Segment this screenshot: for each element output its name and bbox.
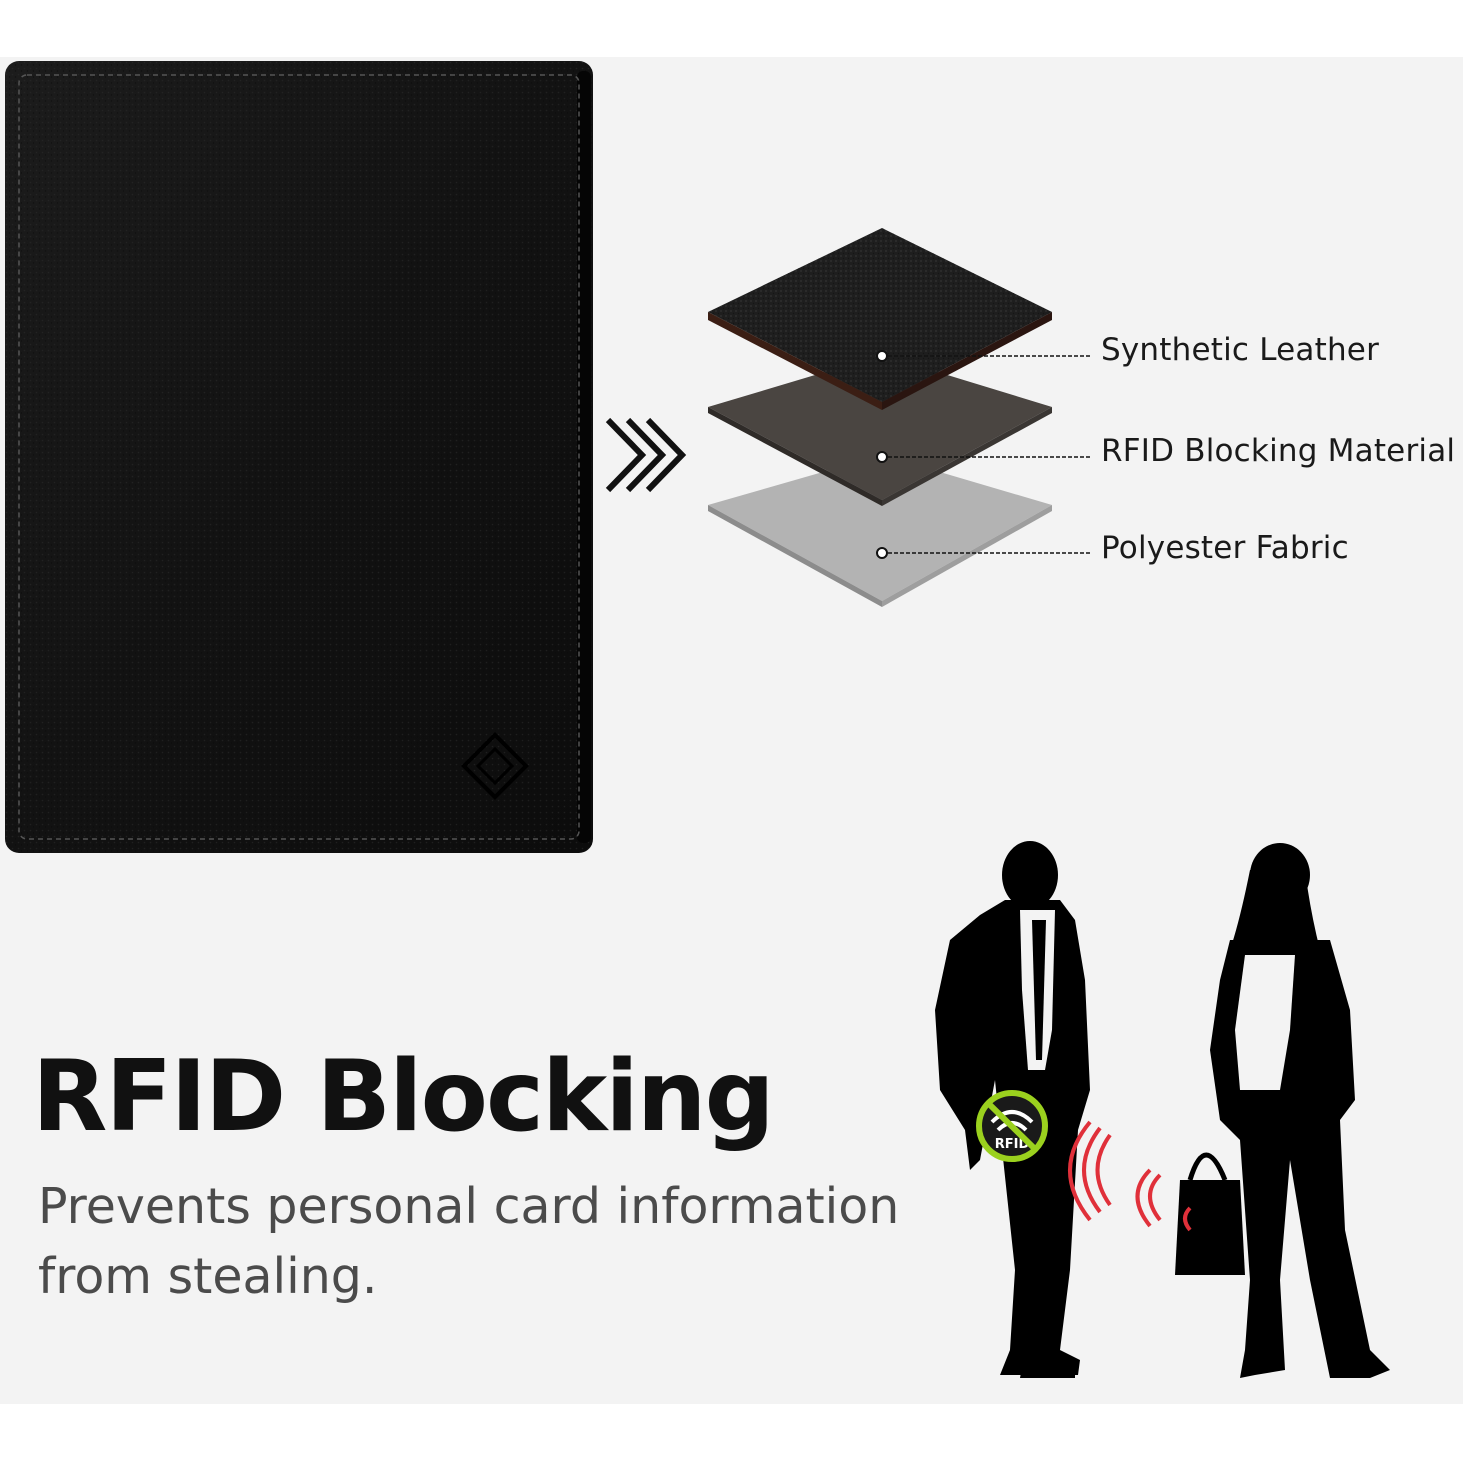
rfid-badge-text: RFID: [995, 1137, 1030, 1152]
leader-dots: [876, 350, 888, 559]
leader-lines: [882, 355, 1090, 554]
layer-label-polyester-fabric: Polyester Fabric: [1101, 530, 1349, 566]
people-silhouettes: RFID: [935, 841, 1390, 1378]
passport-wallet: [5, 61, 593, 853]
chevron-right-icon: [605, 417, 687, 493]
layer-label-synthetic-leather: Synthetic Leather: [1101, 332, 1380, 368]
headline: RFID Blocking: [32, 1040, 775, 1154]
layer-label-rfid-blocking: RFID Blocking Material: [1101, 433, 1456, 469]
signal-waves-icon: [1068, 1120, 1192, 1232]
brand-logo-icon: [461, 732, 529, 800]
subtext: Prevents personal card information from …: [38, 1178, 900, 1305]
rfid-blocked-icon: RFID: [976, 1090, 1048, 1162]
material-layers-diagram: [708, 228, 1090, 607]
polyester-fabric-layer: [708, 455, 1052, 607]
synthetic-leather-layer: [708, 228, 1052, 410]
woman-silhouette: [1175, 843, 1390, 1378]
